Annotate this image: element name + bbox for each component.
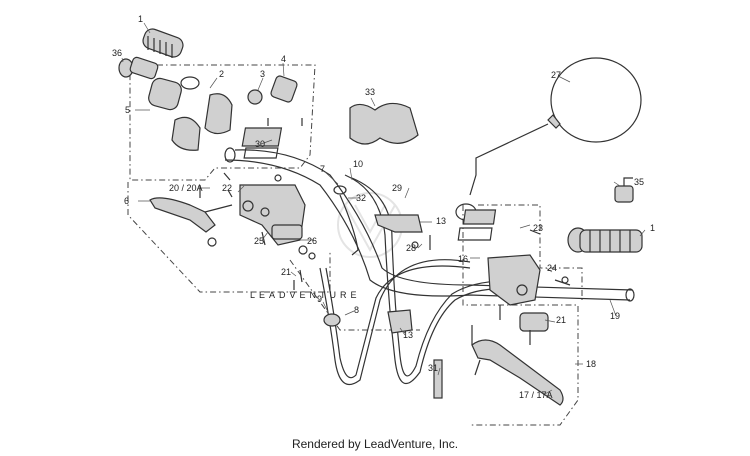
callout-13-upper: 13: [436, 216, 446, 226]
right-master-cylinder: [457, 209, 549, 332]
callout-24: 24: [547, 263, 557, 273]
left-master-cylinder: [239, 184, 306, 246]
callout-19: 19: [610, 311, 620, 321]
right-master-box-outline: [478, 204, 583, 300]
callout-27: 27: [551, 70, 561, 80]
callout-31: 31: [428, 363, 438, 373]
callout-1-left: 1: [138, 14, 143, 24]
callout-28: 28: [406, 243, 416, 253]
bar-clamp-upper: [374, 214, 423, 249]
callout-9: 9: [317, 294, 322, 304]
bar-end-plug: [118, 56, 159, 80]
kill-switch-wire: [333, 185, 359, 256]
callout-7: 7: [320, 164, 325, 174]
right-lever: [433, 339, 564, 406]
callout-20-20a: 20 / 20A: [169, 183, 203, 193]
callout-35: 35: [634, 177, 644, 187]
callout-21-left: 21: [281, 267, 291, 277]
left-lever-box-outline: [127, 182, 331, 293]
callout-3: 3: [260, 69, 265, 79]
switch-35: [614, 177, 634, 203]
callout-4: 4: [281, 54, 286, 64]
callout-8: 8: [354, 305, 359, 315]
callout-21-right: 21: [556, 315, 566, 325]
left-switch-box-outline: [129, 64, 316, 181]
callout-16: 16: [458, 254, 468, 264]
left-lever: [149, 197, 233, 247]
watermark-text: LEADVENTURE: [250, 290, 361, 300]
callout-22: 22: [222, 183, 232, 193]
callout-13-lower: 13: [403, 330, 413, 340]
callout-23: 23: [533, 223, 543, 233]
right-lever-box-outline: [462, 205, 579, 426]
left-grip: [142, 28, 184, 58]
footer-credit: Rendered by LeadVenture, Inc.: [291, 437, 459, 451]
callout-30: 30: [255, 139, 265, 149]
handlebar: [224, 147, 635, 302]
callout-6: 6: [124, 196, 129, 206]
callout-labels: 1 36 2 3 4 5 33 30 10 22 7 29 20 / 20A 6…: [112, 14, 655, 400]
callout-10: 10: [353, 159, 363, 169]
callout-25: 25: [254, 236, 264, 246]
callout-36: 36: [112, 48, 122, 58]
small-hardware-right: [429, 229, 571, 345]
callout-2: 2: [219, 69, 224, 79]
callout-18: 18: [586, 359, 596, 369]
callout-33: 33: [365, 87, 375, 97]
cover-33: [349, 102, 419, 145]
callout-1-right: 1: [650, 223, 655, 233]
callout-32: 32: [356, 193, 366, 203]
left-switch-housing: [148, 75, 298, 151]
mirror: [455, 57, 642, 221]
callout-leaders: [121, 22, 646, 396]
right-grip: [567, 227, 643, 253]
callout-5: 5: [125, 105, 130, 115]
clutch-cable: [319, 259, 471, 385]
callout-29-left: 29: [392, 183, 402, 193]
bar-clamp-lower: [323, 309, 413, 334]
callout-17-17a: 17 / 17A: [519, 390, 553, 400]
callout-26: 26: [307, 236, 317, 246]
